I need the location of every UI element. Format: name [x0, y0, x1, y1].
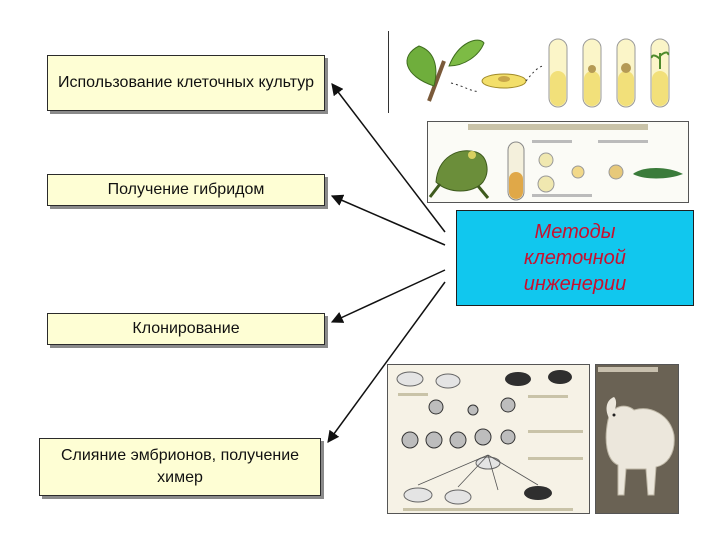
cloning-label: Клонирование — [132, 320, 240, 337]
hybrids-box: Получение гибридом — [47, 174, 325, 206]
mouse-chimera-illustration — [387, 364, 590, 514]
plant-culture-illustration — [388, 31, 684, 113]
arrow-to-cloning — [330, 269, 446, 323]
chimeras-label: Слияние эмбрионов, получение химер — [60, 447, 300, 486]
cell-cultures-label: Использование клеточных культур — [58, 74, 314, 91]
cell-cultures-box: Использование клеточных культур — [47, 55, 325, 111]
arrow-to-cell-cultures — [331, 83, 446, 233]
center-title: Методы клеточной инженерии — [523, 221, 627, 295]
cloning-box: Клонирование — [47, 313, 325, 345]
hybrids-label: Получение гибридом — [107, 181, 265, 198]
chimeras-box: Слияние эмбрионов, получение химер — [39, 438, 321, 496]
goat-photo-illustration — [595, 364, 679, 514]
frog-nuclear-transfer-illustration — [427, 121, 689, 203]
arrow-to-chimeras — [327, 281, 446, 443]
cell-engineering-methods-box: Методы клеточной инженерии — [456, 210, 694, 306]
arrow-to-hybrids — [330, 194, 446, 246]
